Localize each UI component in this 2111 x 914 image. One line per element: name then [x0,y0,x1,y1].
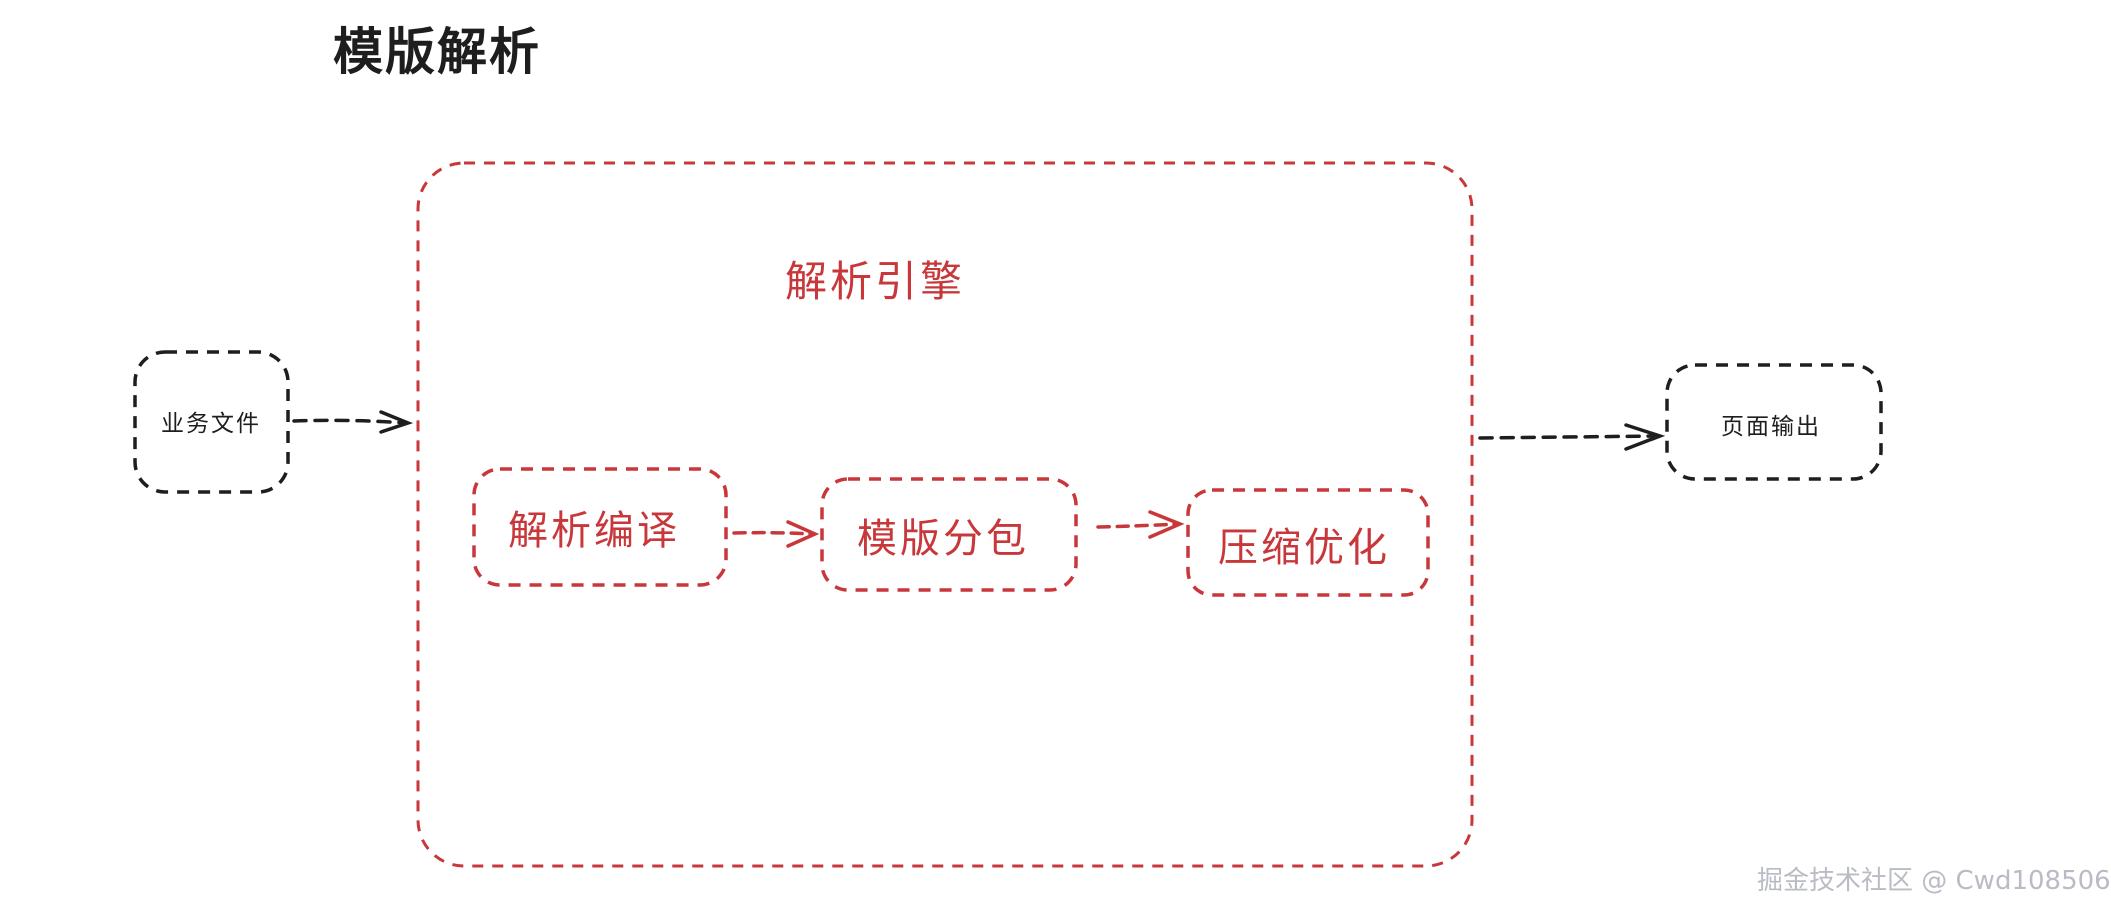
arrow-compile-to-split [732,520,820,548]
engine-label: 解析引擎 [785,257,966,306]
watermark: 掘金技术社区 @ Cwd108506 [1757,866,2111,896]
node-compile-label: 解析编译 [508,508,680,554]
node-split-box [820,477,1078,592]
arrow-input-to-engine [292,410,414,434]
node-input-box [133,350,290,494]
arrow-engine-to-output [1478,423,1666,451]
node-optimize-box [1186,488,1430,597]
page-title: 模版解析 [333,23,541,81]
node-output-label: 页面输出 [1721,414,1821,440]
node-input-label: 业务文件 [161,411,261,437]
arrow-split-to-optimize [1096,510,1185,539]
node-output-box [1665,363,1883,481]
node-split-label: 模版分包 [857,516,1029,562]
engine-container [416,161,1474,868]
node-compile-box [472,467,728,587]
node-optimize-label: 压缩优化 [1218,525,1390,571]
